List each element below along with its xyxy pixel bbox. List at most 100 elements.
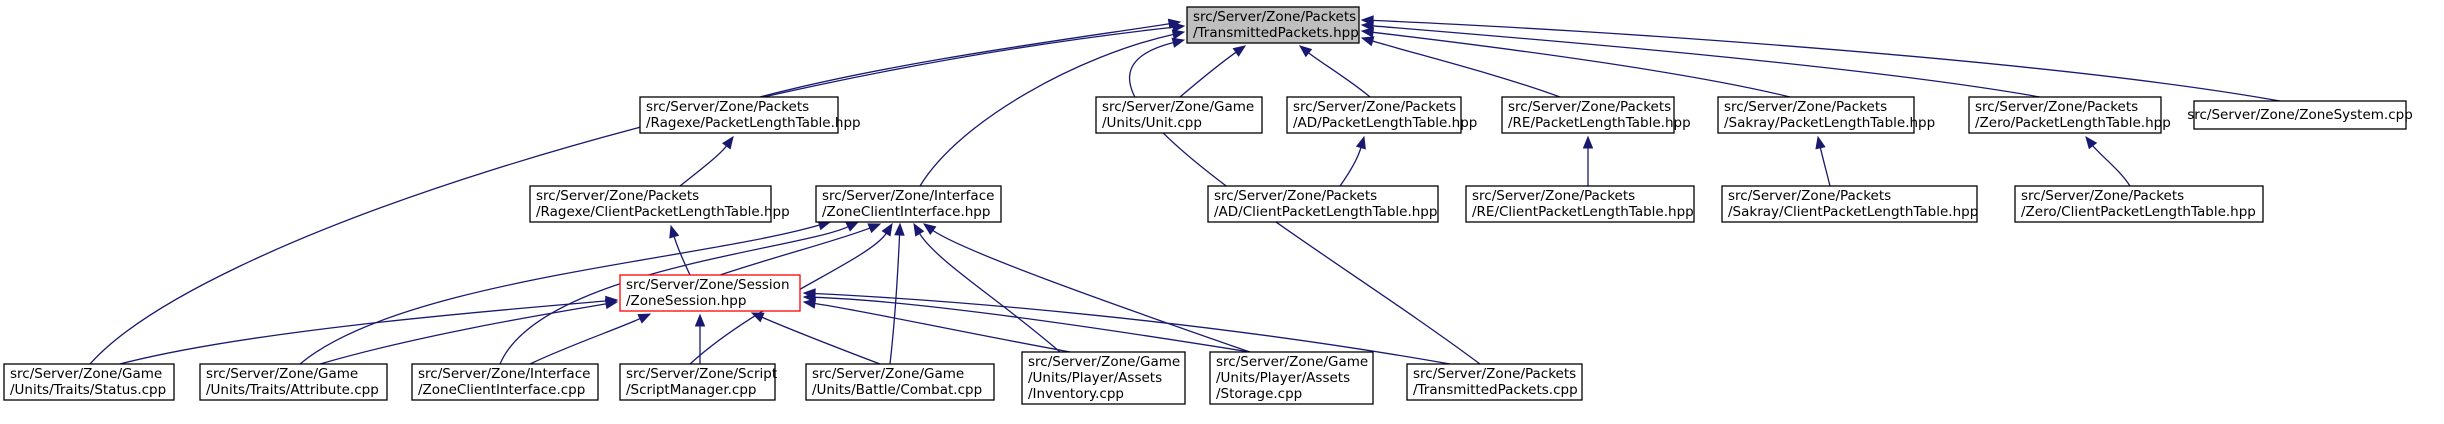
node-box[interactable] (639, 96, 839, 134)
node-zci-cpp[interactable]: src/Server/Zone/Interface/ZoneClientInte… (411, 363, 599, 401)
node-box[interactable] (619, 363, 776, 401)
edge-status-cpp-to-root (89, 22, 1186, 365)
arrow-head-icon (694, 313, 706, 327)
node-attribute-cpp[interactable]: src/Server/Zone/Game/Units/Traits/Attrib… (199, 363, 388, 401)
node-box[interactable] (619, 274, 801, 312)
node-label-line-2: /Zero/PacketLengthTable.hpp (1975, 115, 2171, 131)
arrow-head-icon (1172, 22, 1186, 33)
edge-line (919, 33, 1175, 187)
node-box[interactable] (1465, 185, 1695, 223)
node-box[interactable] (1207, 185, 1439, 223)
node-status-cpp[interactable]: src/Server/Zone/Game/Units/Traits/Status… (3, 363, 175, 401)
node-label-line-1: src/Server/Zone/Packets (2021, 188, 2184, 204)
edge-ad-plt-to-root (1298, 45, 1371, 98)
arrow-head-icon (669, 224, 680, 239)
node-label-line-1: src/Server/Zone/Packets (1728, 188, 1891, 204)
arrow-head-icon (802, 288, 816, 299)
node-label-line-1: src/Server/Zone/Packets (646, 99, 809, 115)
edges-layer (89, 15, 2281, 365)
arrow-head-icon (894, 222, 905, 236)
node-box[interactable] (199, 363, 388, 401)
node-zci-hpp[interactable]: src/Server/Zone/Interface/ZoneClientInte… (815, 185, 1002, 223)
edge-unit-cpp-to-root (1179, 45, 1247, 98)
edge-line (2091, 144, 2131, 187)
node-re-cplt[interactable]: src/Server/Zone/Packets/RE/ClientPacketL… (1465, 185, 1695, 223)
edge-status-cpp-to-zonesession-hpp (119, 295, 619, 365)
edge-transmitted-cpp-to-zonesession-hpp (802, 288, 1451, 365)
node-box[interactable] (2193, 100, 2407, 130)
node-box[interactable] (805, 363, 995, 401)
arrow-head-icon (867, 223, 882, 234)
arrow-head-icon (1360, 15, 1374, 26)
arrow-head-icon (1171, 37, 1186, 48)
node-label-line-2: /RE/ClientPacketLengthTable.hpp (1472, 204, 1694, 220)
edge-line (679, 144, 728, 187)
arrow-head-icon (881, 222, 893, 237)
edge-scriptmanager-cpp-to-zonesession-hpp (694, 313, 706, 364)
node-zonesystem-cpp[interactable]: src/Server/Zone/ZoneSystem.cpp (2187, 100, 2413, 130)
node-label-line-1: src/Server/Zone/Packets (1724, 99, 1887, 115)
node-sakray-cplt[interactable]: src/Server/Zone/Packets/Sakray/ClientPac… (1721, 185, 1978, 223)
node-label-line-2: /Units/Traits/Attribute.cpp (206, 382, 379, 398)
node-label-line-2: /ZoneClientInterface.hpp (822, 204, 990, 220)
node-box[interactable] (529, 185, 772, 223)
node-box[interactable] (411, 363, 599, 401)
edge-line (1371, 19, 2281, 102)
node-label-line-1: src/Server/Zone/Packets (1193, 9, 1356, 25)
node-ragexe-plt[interactable]: src/Server/Zone/Packets/Ragexe/PacketLen… (639, 96, 861, 134)
node-label-line-2: /Units/Battle/Combat.cpp (812, 382, 982, 398)
node-label-line-2: /ScriptManager.cpp (626, 382, 757, 398)
node-label-line-1: src/Server/Zone/Packets (1508, 99, 1671, 115)
edge-line (759, 22, 1171, 98)
node-scriptmanager-cpp[interactable]: src/Server/Zone/Script/ScriptManager.cpp (619, 363, 777, 401)
node-box[interactable] (1186, 6, 1360, 44)
node-ad-cplt[interactable]: src/Server/Zone/Packets/AD/ClientPacketL… (1207, 185, 1439, 223)
node-box[interactable] (1095, 96, 1263, 134)
edge-line (1339, 146, 1362, 187)
node-label-line-1: src/Server/Zone/Packets (1413, 366, 1576, 382)
edge-line (719, 227, 871, 276)
node-box[interactable] (1501, 96, 1675, 134)
node-box[interactable] (1209, 351, 1374, 405)
node-box[interactable] (3, 363, 175, 401)
node-combat-cpp[interactable]: src/Server/Zone/Game/Units/Battle/Combat… (805, 363, 995, 401)
node-inventory-cpp[interactable]: src/Server/Zone/Game/Units/Player/Assets… (1021, 351, 1186, 405)
edge-line (918, 232, 1061, 353)
node-label-line-2: /RE/PacketLengthTable.hpp (1508, 115, 1691, 131)
edge-ragexe-cplt-to-ragexe-plt (679, 135, 734, 187)
arrow-head-icon (1232, 45, 1247, 57)
node-ad-plt[interactable]: src/Server/Zone/Packets/AD/PacketLengthT… (1286, 96, 1477, 134)
node-transmitted-cpp[interactable]: src/Server/Zone/Packets/TransmittedPacke… (1406, 363, 1583, 401)
node-unit-cpp[interactable]: src/Server/Zone/Game/Units/Unit.cpp (1095, 96, 1263, 134)
node-label-line-2: /Units/Player/Assets (1028, 370, 1162, 386)
edge-attribute-cpp-to-zonesession-hpp (319, 298, 619, 365)
node-box[interactable] (2014, 185, 2264, 223)
node-box[interactable] (1406, 363, 1583, 401)
arrow-head-icon (922, 223, 937, 235)
nodes-layer: src/Server/Zone/Packets/TransmittedPacke… (3, 6, 2413, 405)
node-box[interactable] (815, 185, 1002, 223)
edge-line (499, 225, 850, 365)
node-box[interactable] (1021, 351, 1186, 405)
edge-line (889, 233, 901, 365)
node-zonesession-hpp[interactable]: src/Server/Zone/Session/ZoneSession.hpp (619, 274, 801, 312)
node-storage-cpp[interactable]: src/Server/Zone/Game/Units/Player/Assets… (1209, 351, 1374, 405)
node-re-plt[interactable]: src/Server/Zone/Packets/RE/PacketLengthT… (1501, 96, 1691, 134)
edge-ad-cplt-to-ad-plt (1339, 135, 1366, 187)
node-ragexe-cplt[interactable]: src/Server/Zone/Packets/Ragexe/ClientPac… (529, 185, 790, 223)
node-label-line-1: src/Server/Zone/Session (626, 277, 790, 293)
node-label-line-2: /Sakray/PacketLengthTable.hpp (1724, 115, 1935, 131)
arrow-head-icon (1355, 135, 1366, 150)
node-zero-cplt[interactable]: src/Server/Zone/Packets/Zero/ClientPacke… (2014, 185, 2264, 223)
node-root[interactable]: src/Server/Zone/Packets/TransmittedPacke… (1186, 6, 1360, 44)
edge-line (119, 300, 608, 365)
node-label-line-1: src/Server/Zone/Game (1216, 354, 1368, 370)
node-box[interactable] (1721, 185, 1978, 223)
node-box[interactable] (1286, 96, 1462, 134)
node-label-line-2: /Zero/ClientPacketLengthTable.hpp (2021, 204, 2256, 220)
edge-line (319, 303, 608, 365)
node-box[interactable] (1968, 96, 2162, 134)
node-zero-plt[interactable]: src/Server/Zone/Packets/Zero/PacketLengt… (1968, 96, 2171, 134)
node-box[interactable] (1717, 96, 1915, 134)
node-sakray-plt[interactable]: src/Server/Zone/Packets/Sakray/PacketLen… (1717, 96, 1935, 134)
